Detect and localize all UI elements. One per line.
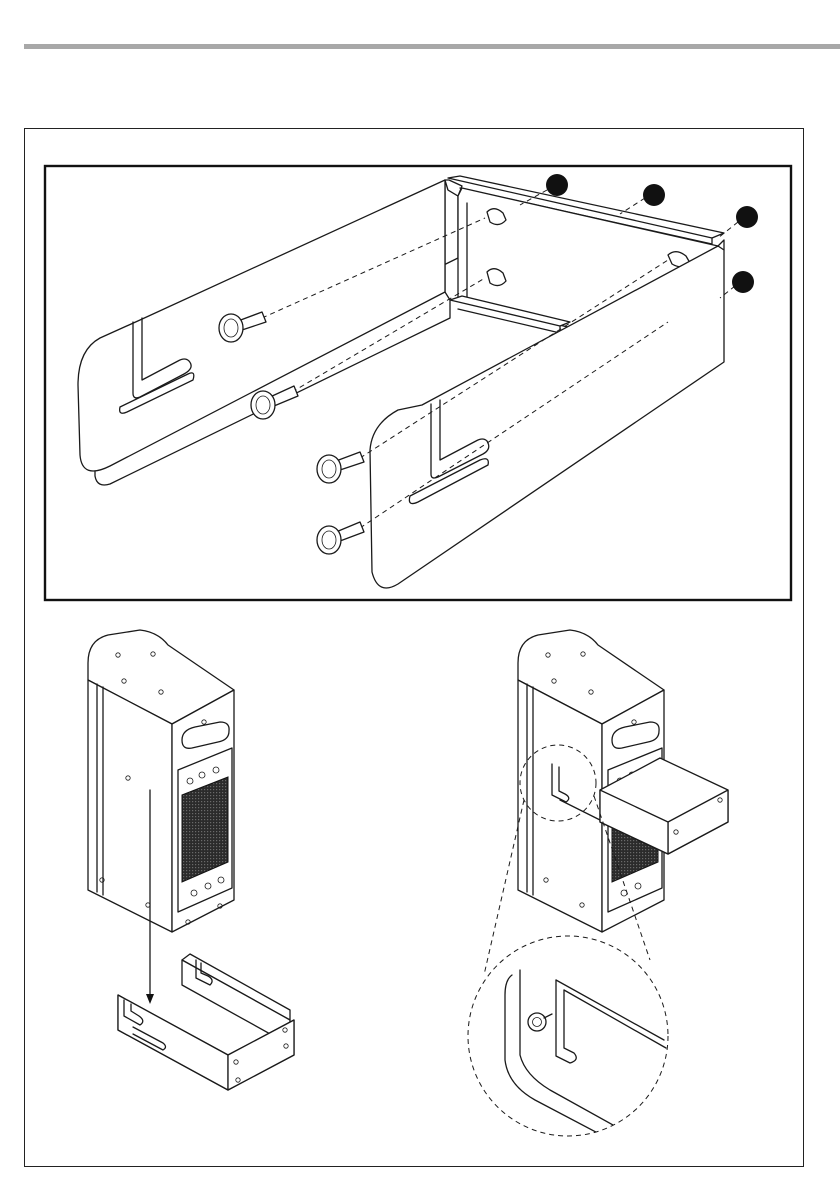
callout-marker-3 bbox=[736, 206, 758, 228]
speaker-in-bracket-with-detail-view bbox=[468, 630, 728, 1150]
speaker2-cabinet-side bbox=[518, 680, 602, 932]
callout-marker-2 bbox=[643, 184, 665, 206]
callout-marker-4 bbox=[732, 271, 754, 293]
bracket-exploded-view bbox=[78, 174, 758, 588]
detail-screw-head bbox=[528, 1013, 546, 1031]
speaker-cabinet-side bbox=[88, 680, 172, 932]
callout-marker-1 bbox=[546, 174, 568, 196]
speaker-lowered-into-bracket bbox=[88, 630, 294, 1090]
detail-view-circle bbox=[468, 936, 668, 1136]
